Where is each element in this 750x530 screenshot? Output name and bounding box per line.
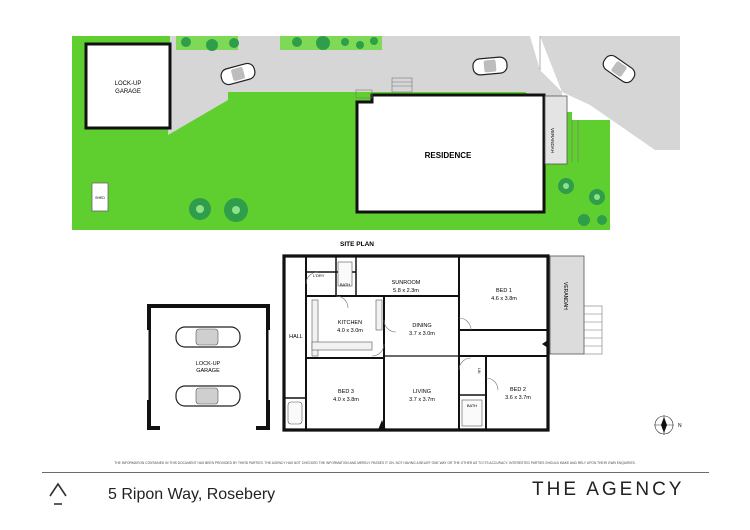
car-icon: [472, 56, 508, 76]
floor-garage-label-2: GARAGE: [196, 368, 220, 374]
room-sunroom-name: SUNROOM: [392, 280, 421, 286]
site-garage-label-1: LOCK-UP: [115, 81, 142, 87]
plant-icon: [356, 41, 364, 49]
driveway: [168, 36, 562, 135]
room-kitchen-name: KITCHEN: [338, 320, 362, 326]
room-kitchen-size: 4.0 x 3.0m: [337, 328, 363, 334]
site-verandah-label: VERANDAH: [550, 128, 555, 153]
plant-icon: [316, 36, 330, 50]
footer-divider: [42, 472, 709, 473]
plant-icon: [181, 37, 191, 47]
ldry-label: L'DRY: [313, 273, 325, 278]
residence: [355, 93, 546, 214]
room-bed2-name: BED 2: [510, 387, 526, 393]
brand-name: THE AGENCY: [532, 479, 685, 500]
room-bed3-size: 4.0 x 3.8m: [333, 397, 359, 403]
car-icon: [220, 62, 256, 86]
room-bed1-name: BED 1: [496, 288, 512, 294]
plant-icon: [578, 214, 590, 226]
compass-label: N: [678, 423, 682, 429]
room-living-size: 3.7 x 3.7m: [409, 397, 435, 403]
house-plan: [282, 254, 550, 432]
shed: [91, 182, 109, 212]
floor-garage: LOCK-UP GARAGE: [145, 304, 272, 430]
floor-verandah: [549, 255, 585, 355]
disclaimer-text: THE INFORMATION CONTAINED IN THIS DOCUME…: [114, 461, 636, 465]
room-sunroom-size: 5.8 x 2.3m: [393, 288, 419, 294]
plant-icon: [292, 37, 302, 47]
site-plan-title: SITE PLAN: [340, 241, 374, 248]
street-paving: [540, 36, 680, 150]
floor-garage-label-1: LOCK-UP: [196, 361, 221, 367]
site-plan: LOCK-UP GARAGE RESIDENCE VERANDAH SHED: [72, 36, 680, 230]
hall-label: HALL: [289, 334, 303, 340]
room-bed2-size: 3.6 x 3.7m: [505, 395, 531, 401]
car-icon: [175, 385, 241, 407]
car-icon: [175, 326, 241, 348]
site-garage: [84, 42, 172, 130]
residence-label: RESIDENCE: [425, 151, 472, 160]
room-living-name: LIVING: [413, 389, 431, 395]
floor-plan: SITE PLAN LOCK-UP GARAGE: [145, 241, 682, 435]
agency-logo-icon: [49, 482, 67, 505]
plant-icon: [597, 215, 607, 225]
bath-bottom-label: BATH: [467, 403, 477, 408]
plant-icon: [370, 37, 378, 45]
plant-icon: [206, 39, 218, 51]
site-garage-label-2: GARAGE: [115, 89, 141, 95]
shed-label: SHED: [95, 196, 105, 200]
bath-top-label: BATH: [340, 282, 350, 287]
room-bed3-name: BED 3: [338, 389, 354, 395]
floor-verandah-label: VERANDAH: [562, 282, 568, 310]
compass-icon: N: [654, 415, 682, 435]
car-icon: [602, 54, 636, 84]
lin-label: LIN: [477, 368, 481, 374]
room-dining-name: DINING: [412, 323, 431, 329]
site-verandah: [544, 95, 568, 165]
property-address: 5 Ripon Way, Rosebery: [108, 486, 276, 503]
room-dining-size: 3.7 x 3.0m: [409, 331, 435, 337]
plant-icon: [229, 38, 239, 48]
room-bed1-size: 4.6 x 3.8m: [491, 296, 517, 302]
plant-icon: [341, 38, 349, 46]
